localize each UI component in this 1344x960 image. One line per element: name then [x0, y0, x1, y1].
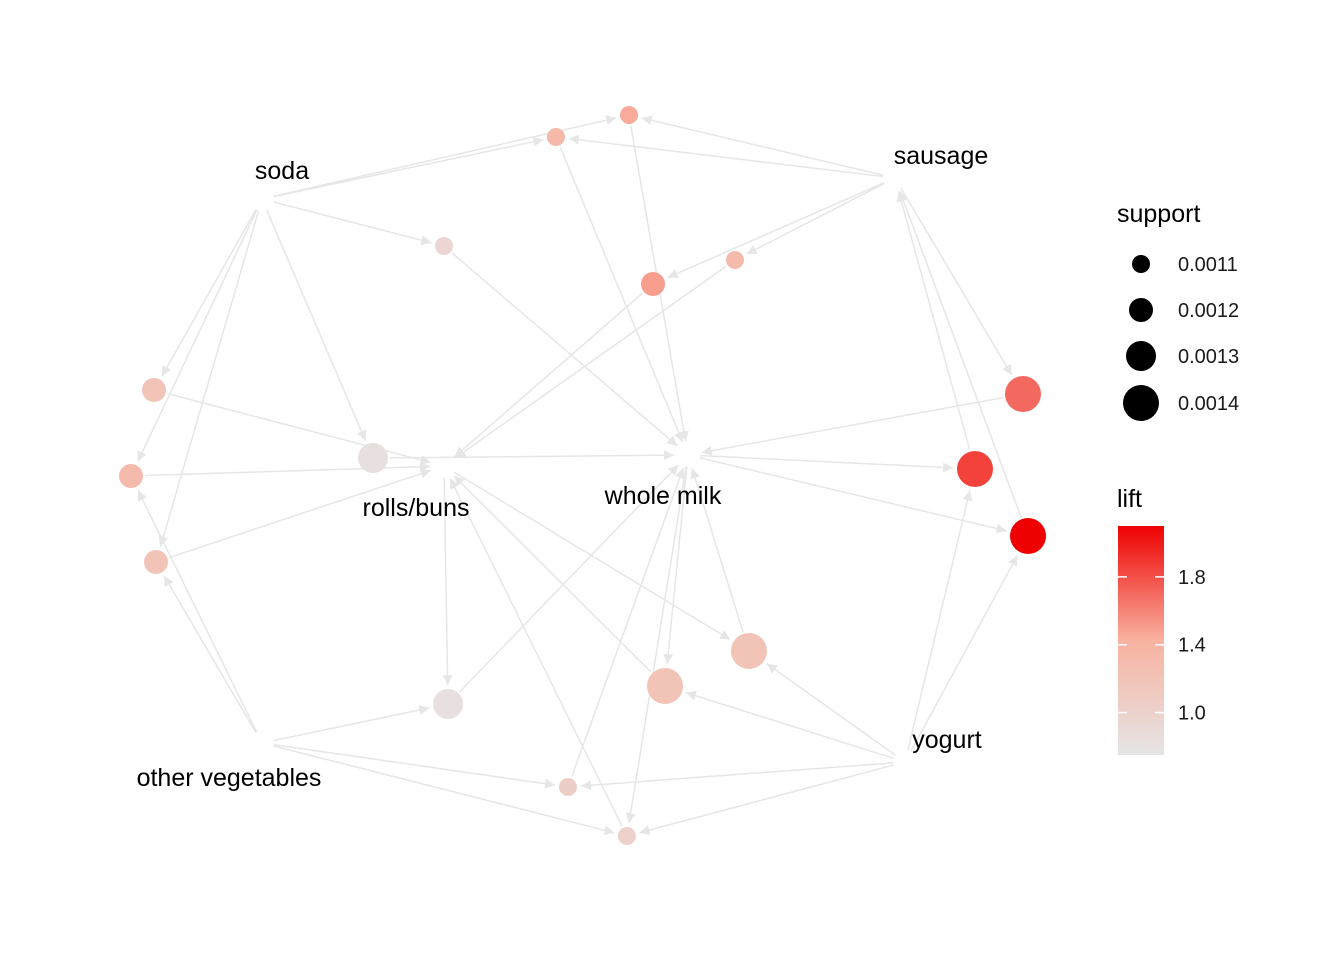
- rule-node-r3: [435, 237, 453, 255]
- support-key-0.0014: [1123, 385, 1159, 421]
- item-label-whole-milk: whole milk: [604, 482, 722, 510]
- support-key-label: 0.0012: [1178, 300, 1239, 322]
- edge-sausage-to-r10: [900, 187, 1013, 376]
- rule-node-r8: [144, 550, 168, 574]
- item-label-rolls-buns: rolls/buns: [363, 494, 470, 522]
- support-key-label: 0.0013: [1178, 346, 1239, 368]
- edge-other_vegetables-to-r17: [273, 745, 615, 836]
- edge-whole_milk-to-r17: [625, 466, 687, 824]
- rule-node-r9: [358, 443, 388, 473]
- edge-other_vegetables-to-r16: [273, 743, 556, 789]
- item-label-sausage: sausage: [894, 142, 989, 170]
- edge-layer: [137, 115, 1022, 836]
- rule-node-r14: [647, 668, 683, 704]
- edge-soda-to-r8: [158, 210, 260, 547]
- lift-legend-title: lift: [1117, 485, 1142, 513]
- rule-node-r4: [726, 251, 744, 269]
- lift-tick-label: 1.4: [1178, 635, 1206, 657]
- rule-node-r16: [559, 778, 577, 796]
- rule-node-r11: [957, 451, 993, 487]
- edge-r12-to-sausage: [898, 190, 1022, 518]
- support-key-0.0012: [1129, 298, 1153, 322]
- edge-yogurt-to-r11: [907, 490, 973, 751]
- rule-node-r5: [641, 272, 665, 296]
- edge-r3-to-whole_milk: [451, 252, 678, 447]
- edge-r6-to-rolls_buns: [167, 392, 431, 465]
- edge-rolls_buns-to-r13: [453, 471, 731, 641]
- rule-node-r10: [1005, 376, 1041, 412]
- edge-rolls_buns-to-r15: [442, 477, 453, 686]
- support-key-label: 0.0011: [1178, 254, 1238, 276]
- rule-node-r2: [547, 128, 565, 146]
- rule-node-r7: [119, 464, 143, 488]
- lift-tick-label: 1.0: [1178, 703, 1206, 725]
- edge-whole_milk-to-r14: [663, 466, 688, 665]
- lift-tick-label: 1.8: [1178, 567, 1206, 589]
- edge-yogurt-to-r17: [639, 764, 894, 835]
- edge-r17-to-rolls_buns: [449, 478, 623, 827]
- edge-r2-to-whole_milk: [559, 146, 684, 443]
- rule-node-r1: [620, 106, 638, 124]
- edge-other_vegetables-to-r15: [273, 705, 430, 742]
- item-label-soda: soda: [255, 157, 309, 185]
- rule-node-r6: [142, 378, 166, 402]
- edge-r16-to-whole_milk: [571, 467, 685, 777]
- edge-r11-to-sausage: [896, 191, 971, 450]
- item-label-other-vegetables: other vegetables: [137, 764, 322, 792]
- edge-sausage-to-r2: [568, 134, 884, 178]
- edge-r14-to-rolls_buns: [453, 475, 652, 673]
- edge-r5-to-rolls_buns: [454, 292, 643, 458]
- edge-yogurt-to-r14: [685, 690, 894, 760]
- item-label-layer: soda sausage rolls/buns whole milk other…: [137, 142, 989, 792]
- edge-sausage-to-r1: [641, 115, 884, 176]
- edge-whole_milk-to-r12: [699, 457, 1007, 534]
- rule-node-layer: [119, 106, 1046, 845]
- item-label-yogurt: yogurt: [912, 726, 982, 754]
- support-key-0.0011: [1132, 255, 1150, 273]
- edge-other_vegetables-to-r8: [163, 575, 257, 734]
- edge-soda-to-r3: [273, 201, 432, 246]
- edge-yogurt-to-r12: [910, 554, 1019, 752]
- lift-legend: lift 1.8 1.4 1.0: [1117, 485, 1206, 755]
- support-key-0.0013: [1126, 341, 1156, 371]
- rule-node-r12: [1010, 518, 1046, 554]
- support-legend: support 0.0011 0.0012 0.0013 0.0014: [1117, 200, 1239, 421]
- edge-r15-to-whole_milk: [459, 464, 679, 693]
- lift-colorbar: [1118, 526, 1164, 755]
- support-key-label: 0.0014: [1178, 393, 1239, 415]
- edge-r10-to-whole_milk: [701, 396, 1004, 456]
- rule-node-r13: [731, 633, 767, 669]
- edge-soda-to-r9: [266, 209, 367, 441]
- rule-node-r17: [618, 827, 636, 845]
- edge-yogurt-to-r13: [766, 663, 896, 756]
- edge-sausage-to-r5: [667, 182, 885, 279]
- edge-soda-to-r2: [273, 136, 544, 198]
- edge-r8-to-rolls_buns: [169, 468, 431, 559]
- edge-soda-to-r6: [161, 209, 257, 377]
- edge-r9-to-whole_milk: [389, 450, 675, 461]
- rule-node-r15: [433, 689, 463, 719]
- edge-other_vegetables-to-r7: [137, 490, 258, 733]
- edge-r4-to-rolls_buns: [454, 265, 727, 459]
- support-legend-title: support: [1117, 200, 1200, 228]
- edge-yogurt-to-r16: [580, 762, 894, 791]
- edge-sausage-to-r4: [746, 182, 885, 255]
- edge-whole_milk-to-r11: [699, 454, 954, 473]
- edge-r7-to-rolls_buns: [144, 461, 431, 477]
- edge-soda-to-r7: [137, 209, 258, 462]
- edge-r13-to-whole_milk: [690, 468, 744, 633]
